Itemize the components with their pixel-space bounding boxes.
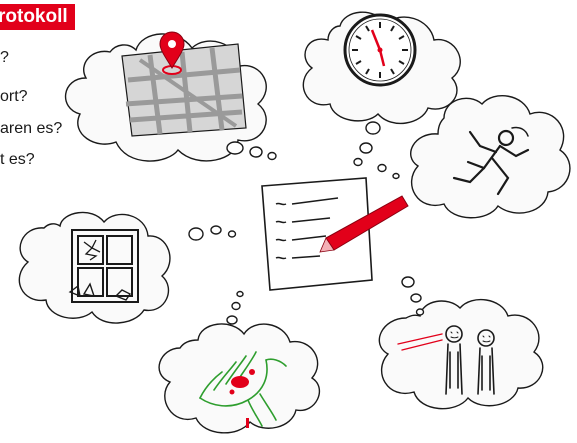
location-pin-icon	[160, 32, 184, 74]
map-icon	[122, 44, 246, 136]
clock-icon	[345, 15, 415, 85]
window-cloud	[19, 212, 170, 323]
hand-cloud	[159, 324, 319, 433]
runner-cloud	[411, 96, 570, 218]
witnesses-cloud	[379, 300, 542, 409]
clock-cloud	[303, 12, 460, 123]
